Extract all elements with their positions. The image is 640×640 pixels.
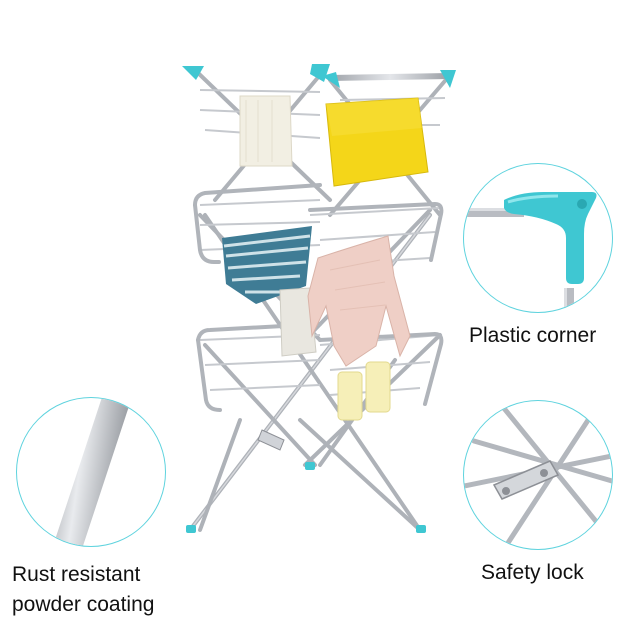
coating-callout <box>16 397 166 547</box>
plastic-corner-callout <box>463 163 613 313</box>
pink-sweater <box>307 235 411 367</box>
safety-lock-label: Safety lock <box>481 558 584 588</box>
plastic-corner-text: Plastic corner <box>469 324 597 347</box>
striped-cloth <box>222 226 312 304</box>
safety-lock-closeup-icon <box>464 401 612 549</box>
sponge-right <box>365 361 391 413</box>
plastic-corner-closeup-icon <box>464 192 597 312</box>
white-cloth <box>279 287 317 357</box>
safety-lock-text: Safety lock <box>481 561 584 584</box>
coating-line-1: Rust resistant <box>12 563 141 586</box>
powder-coated-tube-closeup-icon <box>52 398 132 546</box>
safety-lock-callout <box>463 400 613 550</box>
plastic-corner-label: Plastic corner <box>469 321 596 351</box>
white-towel <box>239 95 293 167</box>
sponge-left <box>337 371 363 421</box>
coating-line-2: powder coating <box>12 593 155 616</box>
coating-label: Rust resistant powder coating <box>12 560 154 620</box>
